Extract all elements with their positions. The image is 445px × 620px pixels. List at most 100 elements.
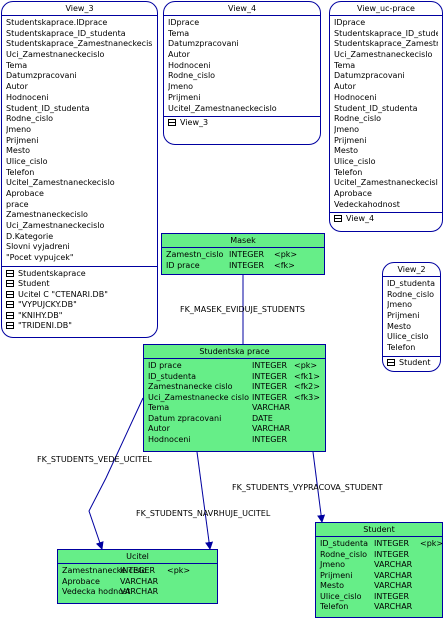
table-icon — [6, 280, 14, 288]
column-key: <pk> — [294, 361, 318, 370]
view-column: Rodne_cislo — [168, 71, 216, 81]
label-fk-students-vypracova-student: FK_STUDENTS_VYPRACOVA_STUDENT — [232, 483, 383, 492]
column-name: ID prace — [148, 361, 182, 370]
column-key: <fk2> — [294, 382, 320, 391]
table-icon — [387, 358, 395, 366]
view-column: Jmeno — [334, 124, 360, 134]
view-column: Studentskaprace_Zamestnan — [334, 39, 438, 49]
table-icon — [6, 290, 14, 298]
column-type: INTEGER — [229, 260, 265, 270]
link-vede-ucitel — [88, 397, 144, 550]
column-type: VARCHAR — [374, 570, 413, 580]
column-type: INTEGER — [252, 361, 288, 370]
table-icon — [6, 269, 14, 277]
view-column: Prijmeni — [168, 92, 201, 102]
view-source-table: Ucitel C "CTENARI.DB" — [2, 290, 157, 301]
view-column: Datumzpracovani — [168, 39, 239, 49]
view-column: Tema — [168, 28, 190, 38]
view-column: Studentskaprace_ID_studenta — [6, 28, 126, 38]
view-column: D.Kategorie — [6, 231, 54, 241]
view-column: Prijmeni — [387, 311, 420, 321]
column-type: INTEGER — [252, 434, 288, 444]
view-column: Aprobace — [334, 189, 372, 198]
column-key: <fk> — [274, 260, 295, 270]
view-source-table: "VYPUJCKY.DB" — [2, 300, 157, 311]
column-name: Aprobace — [62, 576, 100, 586]
column-type: INTEGER — [120, 566, 156, 575]
column-name: Jmeno — [320, 560, 346, 569]
column-type: VARCHAR — [252, 424, 291, 433]
view-column: Uci_Zamestnaneckecislo — [6, 221, 105, 231]
view-column: ID_studenta — [387, 279, 436, 288]
view-source-table: View_3 — [164, 118, 320, 129]
column-type: VARCHAR — [120, 576, 159, 586]
view-column: Telefon — [334, 167, 363, 177]
view-source-table-label: "TRIDENI.DB" — [18, 321, 72, 331]
view-column: Hodnoceni — [6, 92, 49, 102]
column-type: DATE — [252, 413, 273, 423]
view-2-title: View_2 — [383, 263, 440, 277]
view-uc-prace-title: View_uc-prace — [330, 2, 442, 16]
view-column: Rodne_cislo — [6, 114, 54, 124]
column-name: Tema — [148, 403, 170, 412]
view-column: IDprace — [334, 18, 366, 27]
entity-column-row: Hodnoceni INTEGER — [148, 435, 321, 446]
view-uc-prace-tables: View_4 — [330, 213, 442, 225]
view-column: Telefon — [387, 343, 416, 353]
label-fk-masek-eviduje-students: FK_MASEK_EVIDUJE_STUDENTS — [180, 305, 305, 314]
view-2-tables: Student — [383, 357, 440, 369]
label-fk-students-vede-ucitel: FK_STUDENTS_VEDE_UCITEL — [37, 455, 152, 464]
column-type: INTEGER — [252, 371, 288, 381]
column-name: ID_studenta — [148, 371, 197, 381]
table-icon — [168, 119, 176, 127]
entity-studentska-prace-title: Studentska prace — [144, 345, 325, 359]
view-column: Prijmeni — [334, 135, 367, 145]
column-name: Hodnoceni — [148, 434, 191, 444]
view-column: Mesto — [387, 321, 412, 331]
column-type: INTEGER — [229, 250, 265, 259]
view-column: Hodnoceni — [334, 92, 377, 102]
view-column: Ucitel_Zamestnaneckecislo — [6, 178, 115, 188]
table-icon — [6, 311, 14, 319]
column-type: VARCHAR — [120, 587, 159, 596]
view-column: Aprobace — [6, 189, 44, 198]
view-source-table-label: "VYPUJCKY.DB" — [18, 300, 77, 310]
column-name: ID prace — [166, 260, 200, 270]
view-column: Ulice_cislo — [6, 156, 48, 166]
view-column: Studentskaprace.IDprace — [6, 18, 108, 27]
column-name: Ulice_cislo — [320, 591, 362, 601]
view-column: Uci_Zamestnaneckecislo — [6, 50, 105, 60]
view-source-table: Studentskaprace — [2, 269, 157, 280]
entity-student-title: Student — [316, 523, 442, 537]
column-name: Zamestnanecke cislo — [148, 382, 233, 391]
view-3-title: View_3 — [2, 2, 157, 16]
link-navrhuje-ucitel — [196, 451, 214, 550]
view-column: Datumzpracovani — [6, 71, 77, 81]
view-column: Tema — [334, 60, 356, 70]
view-column: Telefon — [6, 167, 35, 177]
view-source-table-label: View_3 — [180, 118, 209, 128]
view-source-table-label: "KNIHY.DB" — [18, 310, 63, 320]
column-name: Uci_Zamestnanecke cislo — [148, 392, 249, 402]
view-source-table-label: Student — [399, 357, 431, 367]
column-type: INTEGER — [374, 591, 410, 601]
